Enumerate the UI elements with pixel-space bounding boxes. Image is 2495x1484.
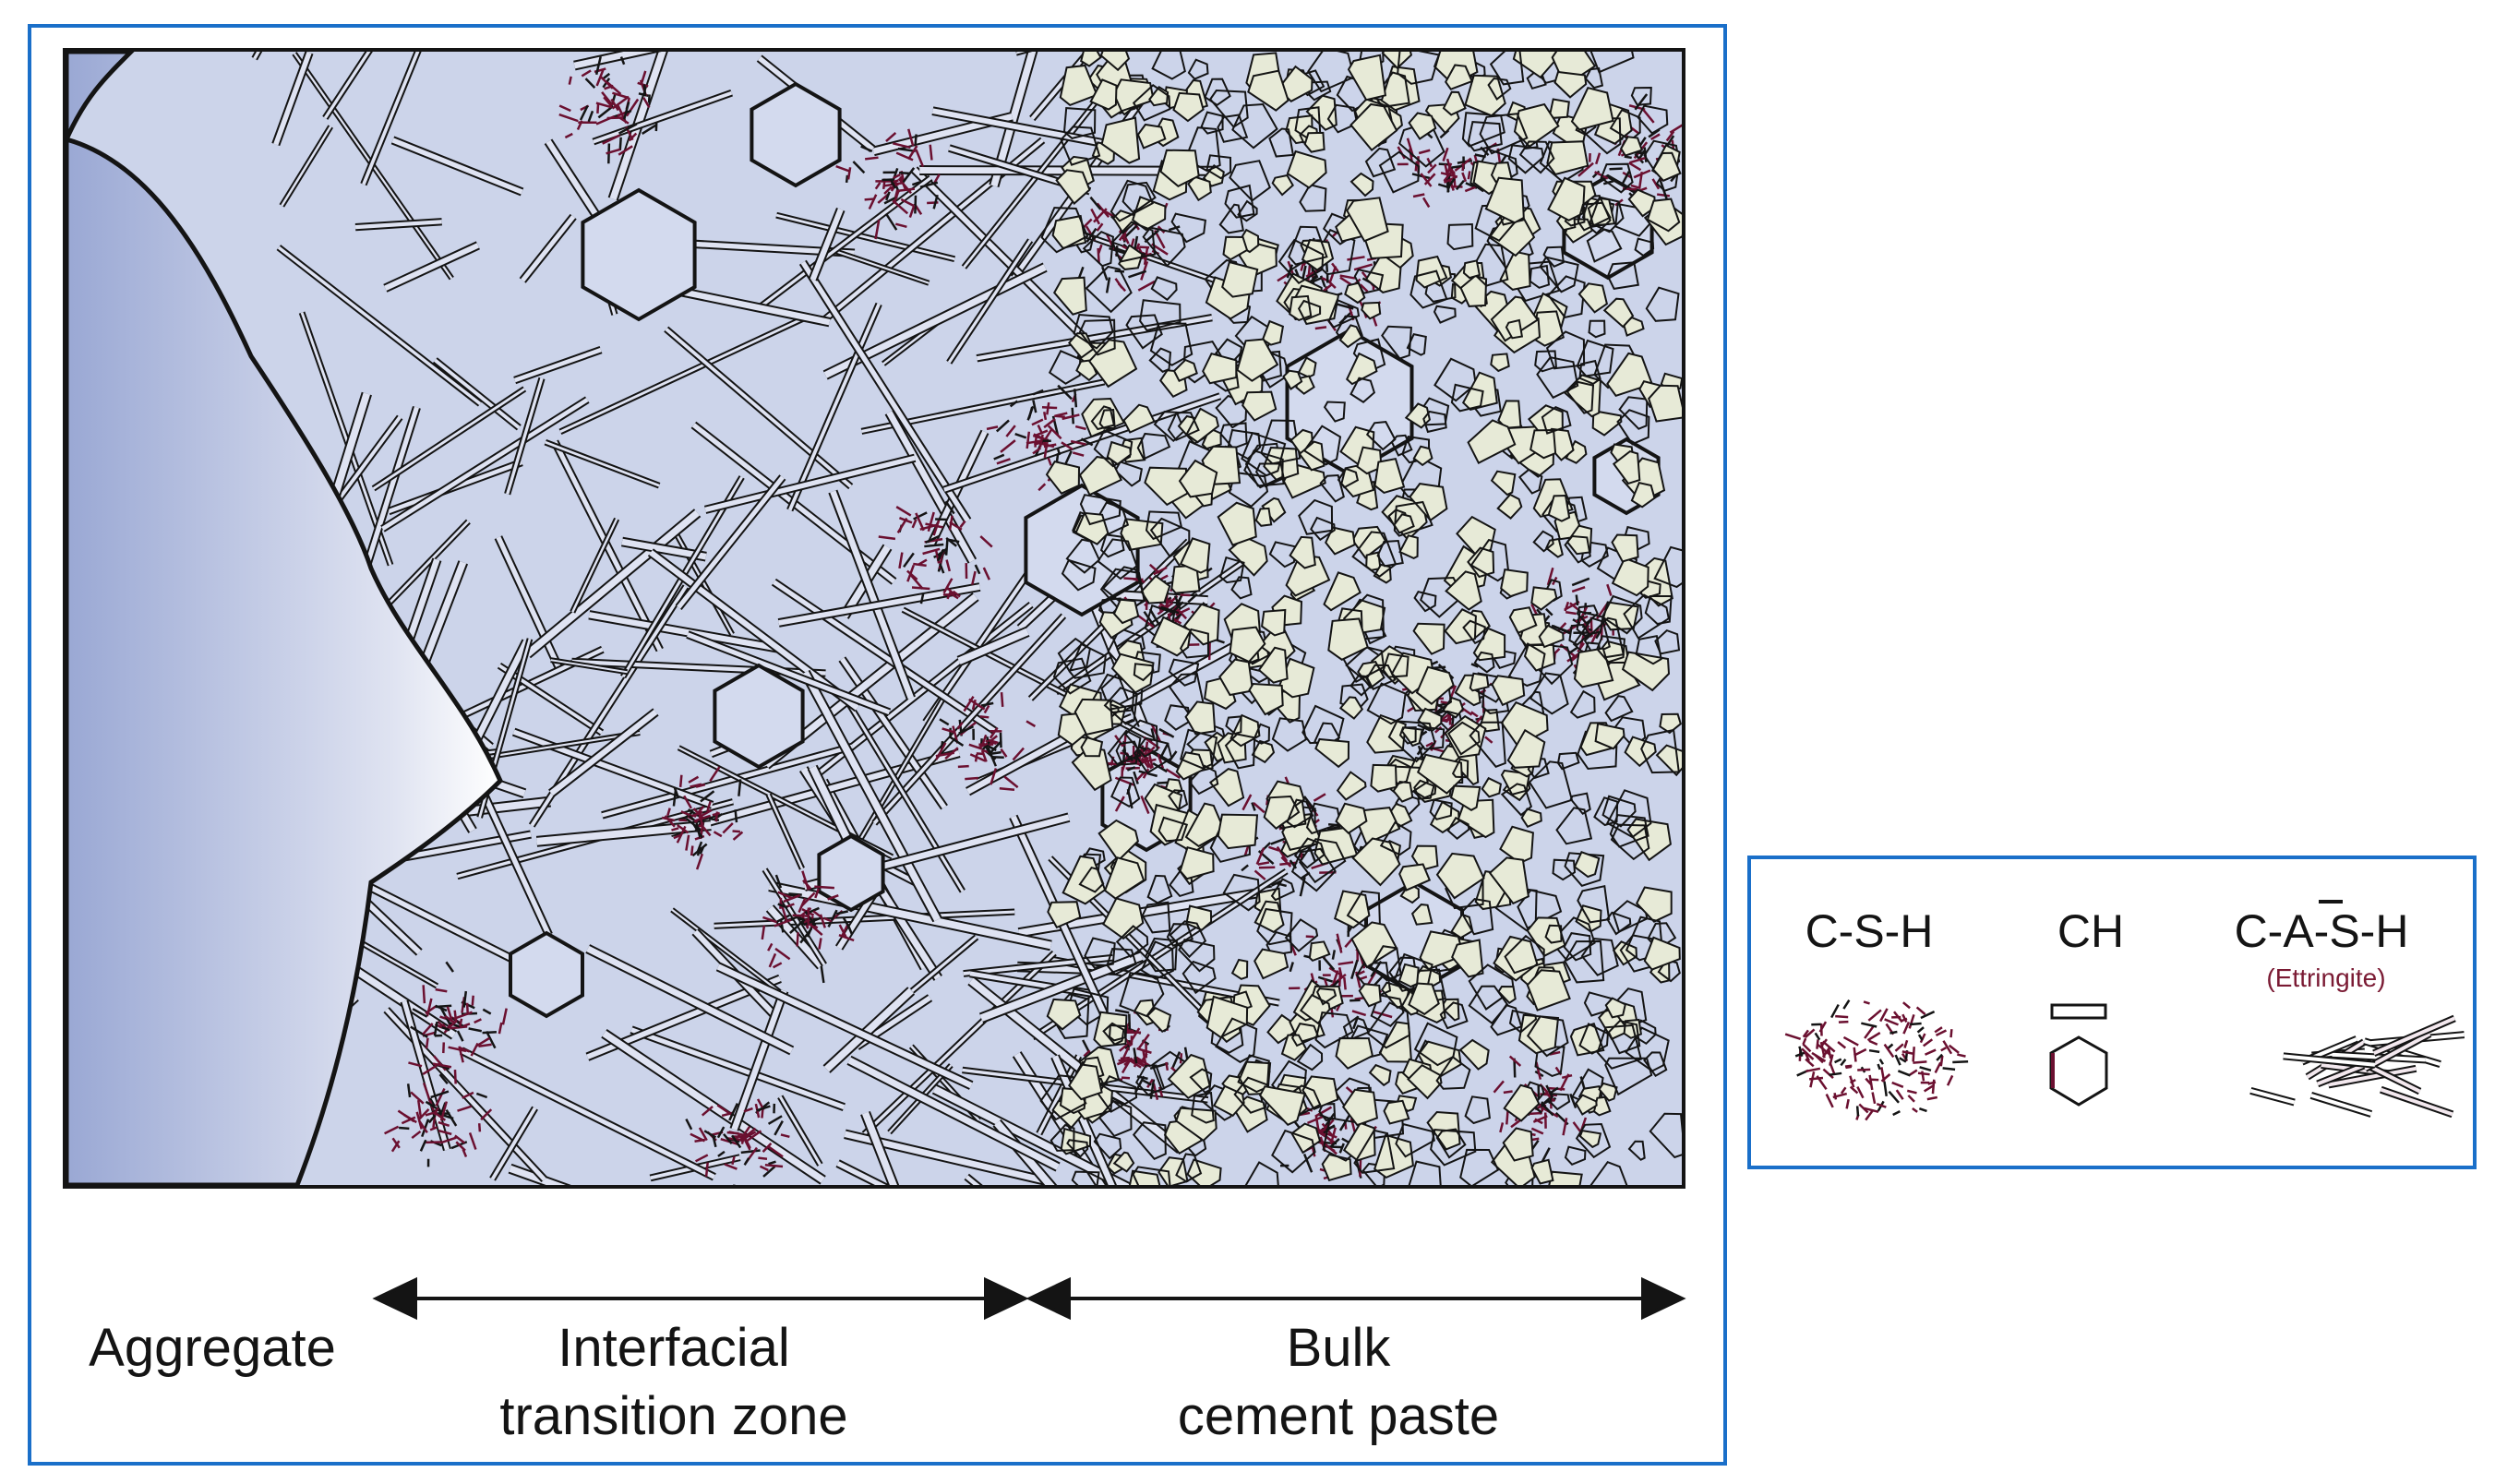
microstructure-panel [63,48,1685,1189]
legend-cash-label: C-A-S-H [2234,905,2409,957]
bulk-arrow-right-head [1641,1276,1686,1321]
legend-cash-overbar [2319,900,2343,904]
bulk-arrow-left-head [1026,1276,1071,1321]
microstructure-drawing [66,52,1682,1185]
legend-csh-label: C-S-H [1805,905,1934,957]
legend-ch-swatch [2049,1003,2108,1107]
itz-arrow-right-head [984,1276,1029,1321]
aggregate-region [66,52,503,1185]
itz-label-line2: transition zone [499,1386,848,1446]
bulk-label-line2: cement paste [1177,1386,1500,1446]
bulk-paste-network [1039,52,1682,1185]
legend-cash-sublabel: (Ettringite) [2266,963,2386,992]
legend-ch-label: CH [2057,905,2125,957]
itz-arrow-left-head [372,1276,417,1321]
legend-csh-swatch [1784,999,1969,1121]
bulk-label-line1: Bulk [1286,1318,1391,1378]
legend-swatches [1784,999,2465,1121]
aggregate-label: Aggregate [89,1318,336,1378]
legend-cash-swatch [2249,1014,2465,1119]
itz-label-line1: Interfacial [558,1318,790,1378]
